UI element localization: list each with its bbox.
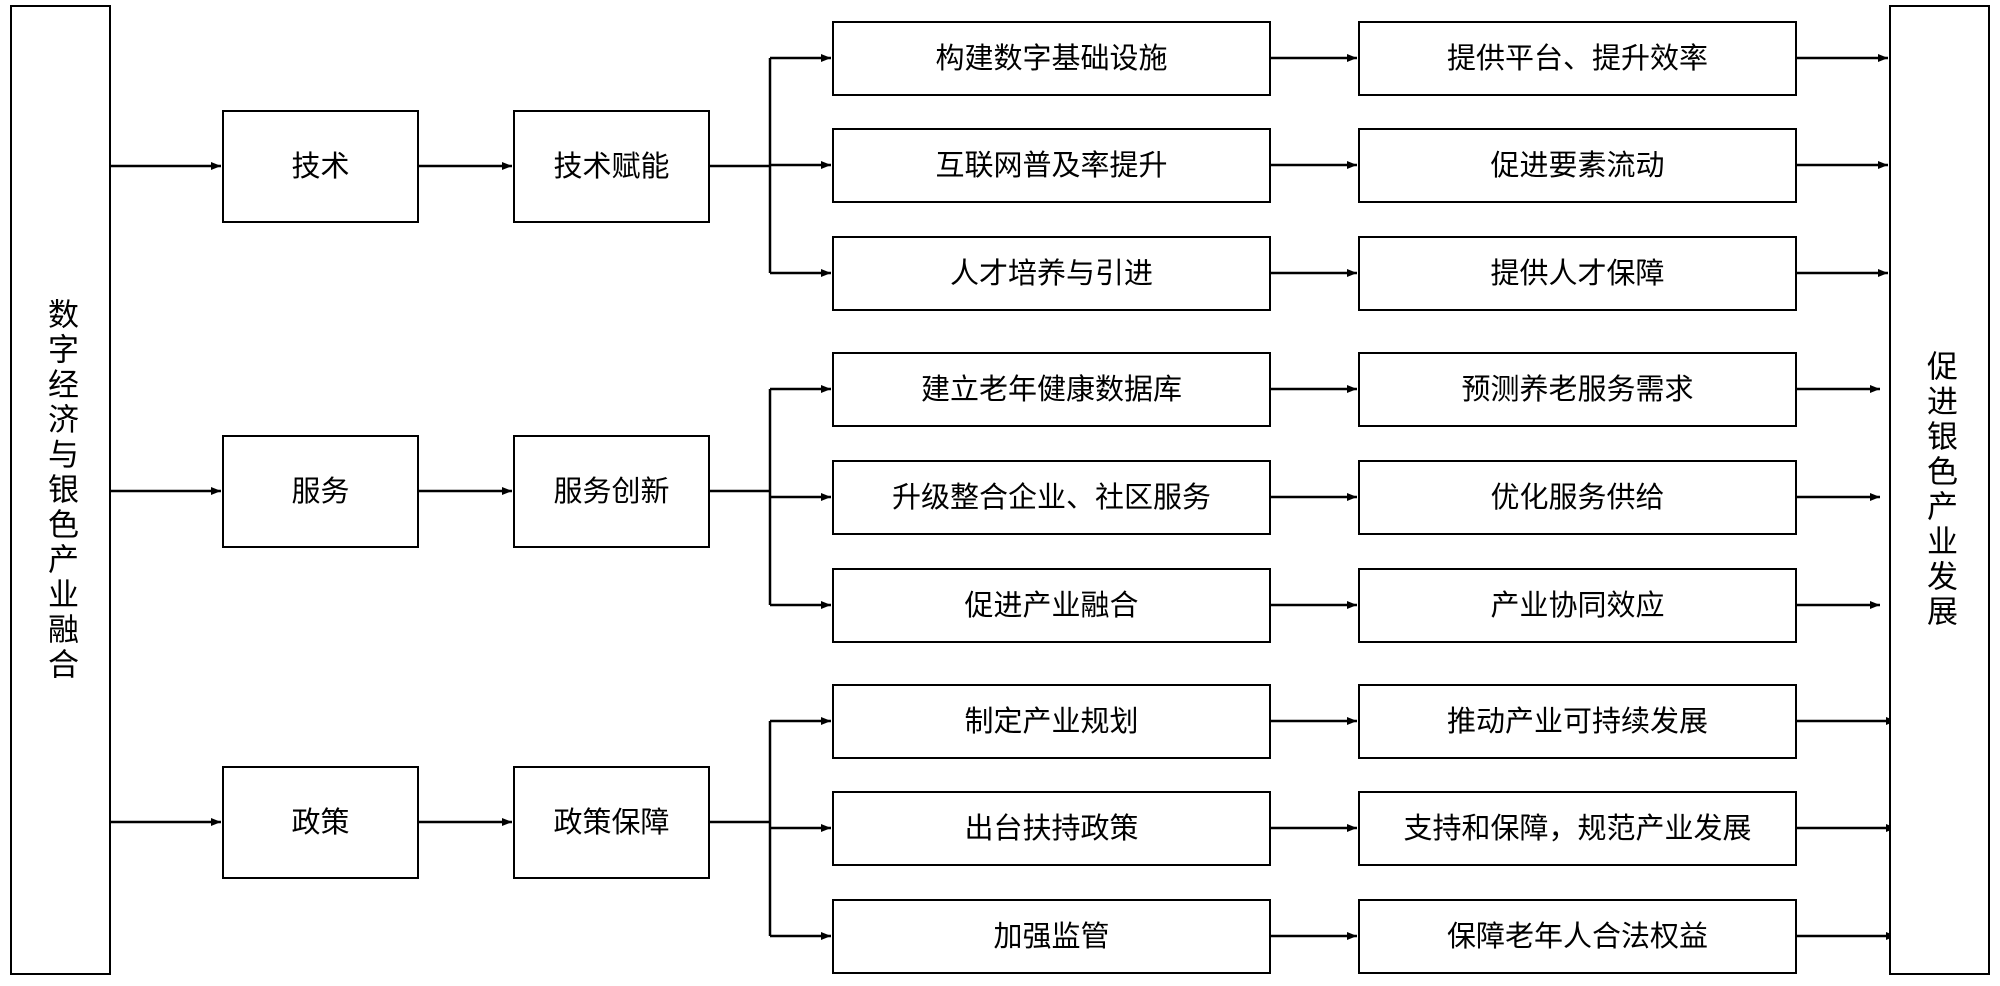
effect-box: 支持和保障，规范产业发展 <box>1358 791 1797 866</box>
action-box: 制定产业规划 <box>832 684 1271 759</box>
action-box: 出台扶持政策 <box>832 791 1271 866</box>
effect-box: 产业协同效应 <box>1358 568 1797 643</box>
dimension-box: 服务 <box>222 435 419 548</box>
dimension-box: 政策 <box>222 766 419 879</box>
effect-box: 提供人才保障 <box>1358 236 1797 311</box>
source-panel-label: 数字经济与银色产业融合 <box>42 297 78 683</box>
source-panel: 数字经济与银色产业融合 <box>10 5 111 975</box>
action-box: 人才培养与引进 <box>832 236 1271 311</box>
effect-box: 优化服务供给 <box>1358 460 1797 535</box>
mechanism-box: 技术赋能 <box>513 110 710 223</box>
outcome-panel-label: 促进银色产业发展 <box>1921 350 1957 630</box>
action-box: 建立老年健康数据库 <box>832 352 1271 427</box>
action-box: 互联网普及率提升 <box>832 128 1271 203</box>
effect-box: 促进要素流动 <box>1358 128 1797 203</box>
action-box: 加强监管 <box>832 899 1271 974</box>
outcome-panel: 促进银色产业发展 <box>1889 5 1990 975</box>
mechanism-box: 服务创新 <box>513 435 710 548</box>
action-box: 促进产业融合 <box>832 568 1271 643</box>
mechanism-box: 政策保障 <box>513 766 710 879</box>
effect-box: 推动产业可持续发展 <box>1358 684 1797 759</box>
action-box: 升级整合企业、社区服务 <box>832 460 1271 535</box>
effect-box: 保障老年人合法权益 <box>1358 899 1797 974</box>
action-box: 构建数字基础设施 <box>832 21 1271 96</box>
effect-box: 预测养老服务需求 <box>1358 352 1797 427</box>
dimension-box: 技术 <box>222 110 419 223</box>
effect-box: 提供平台、提升效率 <box>1358 21 1797 96</box>
